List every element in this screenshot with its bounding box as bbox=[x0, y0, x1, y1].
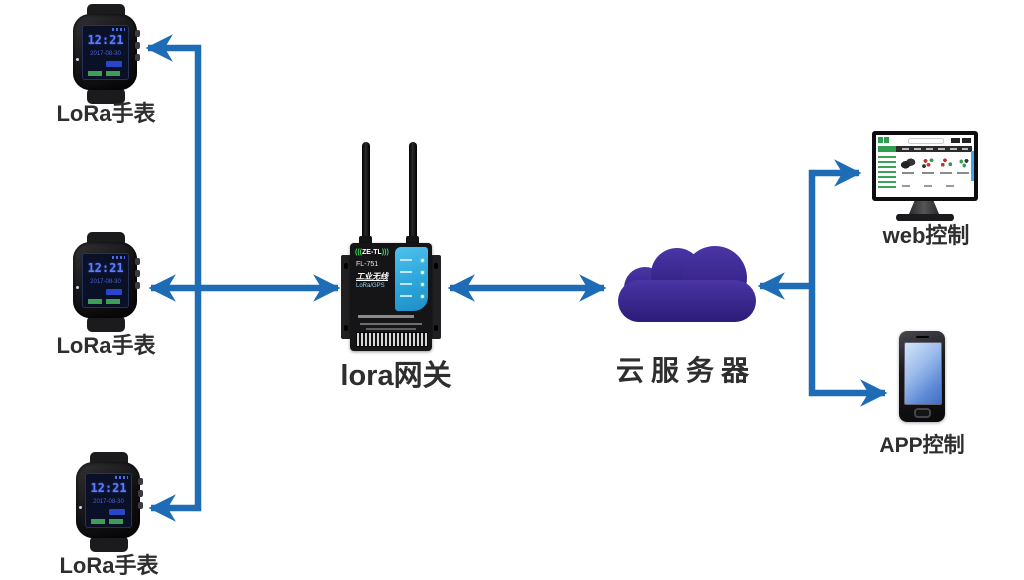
watch-time: 12:21 bbox=[87, 261, 124, 275]
product-thumbnail bbox=[901, 157, 916, 170]
watch-date: 2017-08-30 bbox=[93, 499, 124, 505]
watch-case: 12:21 2017-08-30 bbox=[73, 242, 140, 318]
phone-home-button bbox=[914, 408, 931, 418]
watch-side-button bbox=[135, 30, 140, 37]
watch-side-button bbox=[135, 270, 140, 277]
watch-case: 12:21 2017-08-30 bbox=[73, 14, 140, 90]
product-caption bbox=[957, 172, 969, 174]
monitor-stand-base bbox=[896, 214, 954, 221]
label-app-control: APP控制 bbox=[879, 434, 965, 457]
watch-time: 12:21 bbox=[90, 481, 127, 495]
watch-side-button bbox=[138, 490, 143, 497]
label-lora-watch-1: LoRa手表 bbox=[56, 101, 156, 126]
site-search-bar bbox=[908, 138, 944, 144]
site-sidebar-links bbox=[878, 156, 896, 190]
lora-watch-3: 12:21 2017-08-30 bbox=[76, 452, 143, 552]
arrow-bus-to-web-and-app bbox=[808, 159, 888, 407]
watch-screen: 12:21 2017-08-30 bbox=[82, 253, 129, 308]
gateway-brand-logo: (((ZE-TL))) bbox=[355, 249, 389, 256]
watch-date: 2017-08-30 bbox=[90, 51, 121, 57]
label-lora-gateway: lora网关 bbox=[340, 360, 452, 392]
led-indicator bbox=[421, 259, 424, 262]
watch-side-button bbox=[138, 502, 143, 509]
watch-badge bbox=[109, 509, 125, 515]
watch-status-icons bbox=[112, 28, 125, 31]
site-navbar bbox=[878, 146, 972, 152]
phone-screen bbox=[904, 342, 942, 405]
led-indicator bbox=[421, 283, 424, 286]
watch-status-icons bbox=[115, 476, 128, 479]
smartphone bbox=[899, 331, 945, 422]
label-cloud-server: 云服务器 bbox=[615, 355, 756, 386]
product-caption bbox=[922, 172, 934, 174]
gateway-antenna-right bbox=[409, 142, 417, 246]
antenna-connector bbox=[406, 236, 419, 247]
watch-side-button bbox=[135, 54, 140, 61]
watch-case: 12:21 2017-08-30 bbox=[76, 462, 143, 538]
watch-footer-text bbox=[88, 299, 124, 304]
watch-screen: 12:21 2017-08-30 bbox=[82, 25, 129, 80]
watch-strap bbox=[87, 316, 125, 332]
label-lora-watch-3: LoRa手表 bbox=[59, 553, 159, 578]
lora-gateway-device: (((ZE-TL))) FL-751 工业无线 LoRa/GPS bbox=[350, 243, 432, 351]
watch-side-button bbox=[135, 282, 140, 289]
watch-side-button bbox=[135, 42, 140, 49]
scrollbar bbox=[971, 151, 974, 181]
gateway-antenna-left bbox=[362, 142, 370, 246]
label-lora-watch-2: LoRa手表 bbox=[56, 333, 156, 358]
watch-screen: 12:21 2017-08-30 bbox=[85, 473, 132, 528]
monitor-screen bbox=[876, 135, 974, 197]
watch-strap bbox=[90, 536, 128, 552]
antenna-connector bbox=[359, 236, 372, 247]
watch-badge bbox=[106, 289, 122, 295]
lora-watch-2: 12:21 2017-08-30 bbox=[73, 232, 140, 332]
product-caption bbox=[940, 172, 952, 174]
gateway-fineprint bbox=[358, 315, 414, 318]
label-web-control: web控制 bbox=[882, 223, 970, 248]
watch-strap bbox=[87, 88, 125, 104]
led-indicator bbox=[421, 271, 424, 274]
site-logo bbox=[878, 137, 892, 143]
product-thumbnail bbox=[939, 157, 954, 170]
watch-time: 12:21 bbox=[87, 33, 124, 47]
gateway-fineprint bbox=[366, 328, 416, 330]
phone-speaker bbox=[916, 336, 929, 338]
led-indicator bbox=[421, 295, 424, 298]
watch-badge bbox=[106, 61, 122, 67]
gateway-led-panel bbox=[395, 247, 428, 311]
watch-footer-text bbox=[88, 71, 124, 76]
gateway-mounting-ear bbox=[431, 255, 441, 339]
monitor-stand-neck bbox=[909, 201, 939, 214]
page-footer-links bbox=[902, 185, 966, 187]
watch-led-dot bbox=[76, 286, 79, 289]
gateway-fineprint bbox=[360, 323, 422, 325]
watch-side-button bbox=[138, 478, 143, 485]
lora-watch-1: 12:21 2017-08-30 bbox=[73, 4, 140, 104]
gateway-model-text: FL-751 bbox=[356, 261, 379, 268]
product-thumbnail bbox=[956, 157, 971, 170]
site-header-buttons bbox=[951, 138, 971, 143]
product-caption bbox=[902, 172, 914, 174]
watch-led-dot bbox=[76, 58, 79, 61]
gateway-tech-text: LoRa/GPS bbox=[356, 283, 385, 289]
gateway-product-line-text: 工业无线 bbox=[356, 272, 388, 281]
watch-side-button bbox=[135, 258, 140, 265]
watch-status-icons bbox=[112, 256, 125, 259]
cloud-server-icon bbox=[618, 246, 756, 322]
web-monitor bbox=[872, 131, 978, 201]
watch-date: 2017-08-30 bbox=[90, 279, 121, 285]
gateway-barcode bbox=[356, 332, 428, 347]
watch-led-dot bbox=[79, 506, 82, 509]
gateway-mounting-ear bbox=[341, 255, 351, 339]
watch-footer-text bbox=[91, 519, 127, 524]
product-thumbnail bbox=[921, 157, 936, 170]
